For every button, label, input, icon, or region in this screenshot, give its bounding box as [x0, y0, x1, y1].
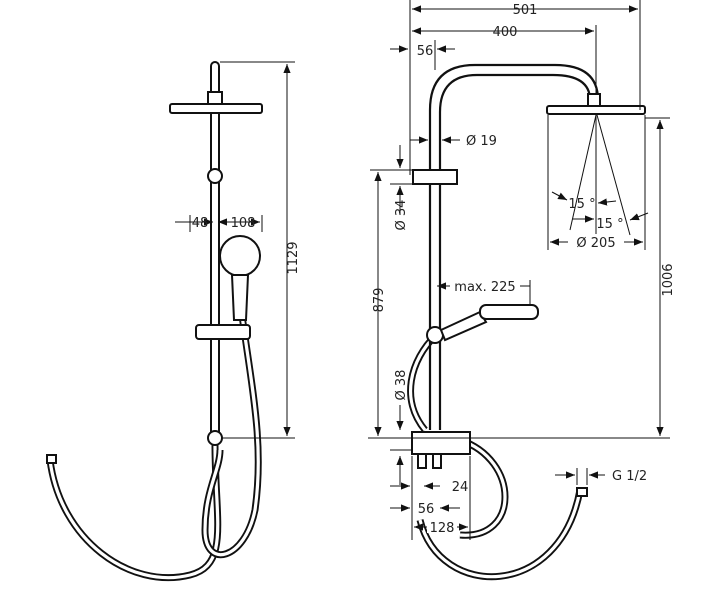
- lower-pipe-diameter-label: Ø 38: [394, 370, 409, 401]
- hose: [46, 444, 222, 582]
- slider: [195, 324, 251, 340]
- mixer-height-label: 879: [372, 288, 387, 313]
- overhead-shower: [546, 105, 646, 115]
- handshower-head: [479, 304, 539, 320]
- hose-nut: [46, 454, 57, 464]
- side-view: 1129 48 108: [46, 61, 301, 582]
- inlet-left: [417, 453, 427, 469]
- hose-thread-label: G 1/2: [612, 469, 647, 484]
- mixer-width-label: 128: [430, 521, 455, 536]
- handshower-handle: [439, 310, 488, 342]
- spray-angle-right-label: 15 °: [596, 217, 623, 232]
- height-total-label: 1129: [286, 241, 301, 274]
- slider-reach-label: max. 225: [454, 280, 515, 295]
- inlet-spacing-56-label: 56: [418, 502, 435, 517]
- head-connector: [207, 91, 223, 105]
- shower-rail: [210, 61, 220, 443]
- head-connector: [587, 93, 601, 107]
- head-diameter-label: Ø 205: [576, 236, 615, 251]
- front-view: 501 400 56 Ø 19 Ø 34 879 Ø 38 max. 225 1…: [368, 0, 676, 581]
- upper-bracket: [412, 169, 458, 185]
- head-height-label: 1006: [661, 263, 676, 296]
- upper-pipe-diameter-label: Ø 34: [394, 200, 409, 231]
- diameter-108-label: 108: [231, 216, 256, 231]
- pipe-offset-label: 56: [417, 44, 434, 59]
- lower-knob: [207, 430, 223, 446]
- spray-angle-left-label: 15 °: [568, 197, 595, 212]
- offset-48-label: 48: [192, 216, 209, 231]
- arm-reach-label: 400: [493, 25, 518, 40]
- overall-width-label: 501: [513, 3, 538, 18]
- inlet-right: [432, 453, 442, 469]
- hose-nut: [576, 487, 588, 497]
- overhead-shower: [169, 103, 263, 114]
- handshower-handle: [230, 274, 250, 321]
- inlet-spacing-24-label: 24: [452, 480, 469, 495]
- thermostat-mixer: [411, 431, 471, 455]
- rail-knob: [207, 168, 223, 184]
- handshower-head: [219, 235, 261, 277]
- pipe-diameter-label: Ø 19: [466, 134, 497, 149]
